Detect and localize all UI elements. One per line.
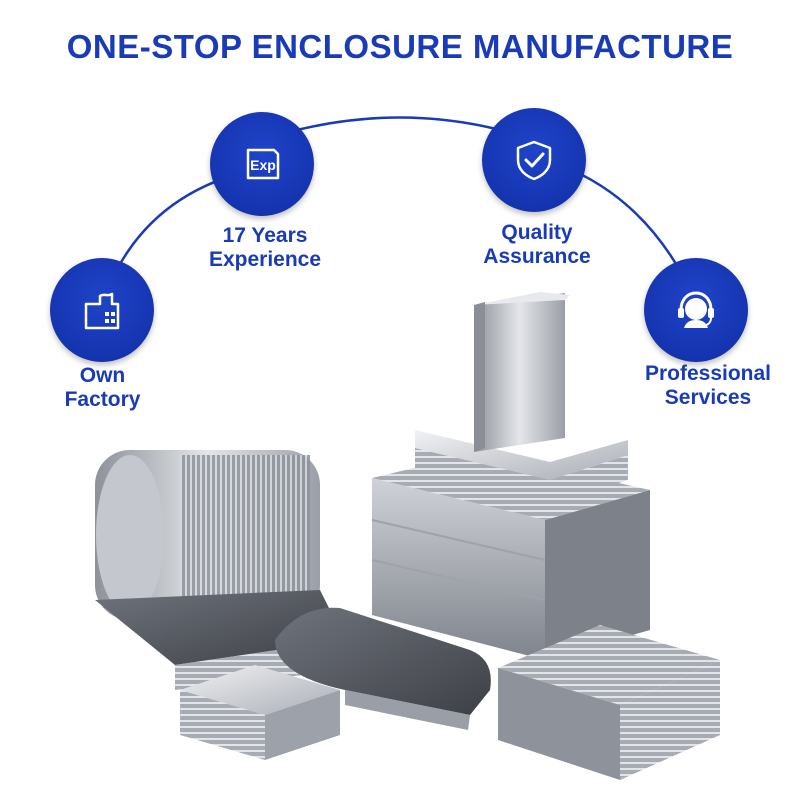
enclosure-flat-dark (275, 607, 491, 730)
feature-quality (482, 108, 586, 212)
feature-quality-line2: Assurance (483, 245, 591, 268)
feature-experience-label: 17 Years Experience (195, 224, 335, 272)
feature-own-factory-line2: Factory (64, 388, 141, 411)
feature-experience-line1: 17 Years (222, 224, 308, 247)
feature-services-label: Professional Services (628, 362, 788, 410)
feature-own-factory-line1: Own (79, 364, 126, 387)
feature-experience-line2: Experience (208, 248, 322, 271)
feature-services (644, 258, 748, 362)
feature-quality-label: Quality Assurance (462, 221, 612, 269)
exp-badge-icon: Exp (246, 148, 280, 180)
enclosure-finned-base (415, 430, 628, 505)
feature-own-factory-label: Own Factory (40, 364, 165, 412)
feature-own-factory (50, 258, 154, 362)
factory-icon (84, 292, 120, 330)
enclosure-finned-right (498, 625, 720, 780)
feature-services-line1: Professional (644, 362, 772, 385)
shield-check-icon (516, 140, 552, 181)
enclosure-upright-box (474, 292, 570, 452)
feature-services-line2: Services (664, 386, 752, 409)
page-title: ONE-STOP ENCLOSURE MANUFACTURE (66, 28, 734, 65)
enclosure-small-front (180, 665, 340, 760)
feature-quality-line1: Quality (501, 221, 573, 244)
feature-experience: Exp (210, 112, 314, 216)
headset-support-icon (678, 291, 714, 328)
exp-badge-text: Exp (250, 157, 276, 173)
